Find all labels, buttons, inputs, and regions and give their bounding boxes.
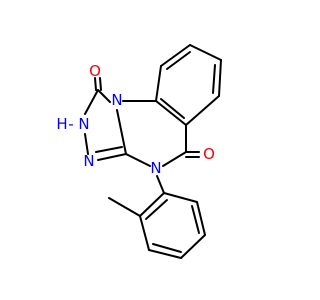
bond-c8-c7 — [189, 44, 222, 61]
bond-c1-o1 — [94, 77, 97, 91]
bond-c6p-c1p — [163, 192, 198, 203]
atom-nh-dash: - — [68, 115, 73, 133]
bond-c7-c6-double — [212, 64, 216, 94]
bond-c1p-c2p — [139, 192, 165, 217]
bond-c2p-methyl — [108, 197, 141, 217]
bond-n4-c5 — [162, 151, 187, 167]
atom-nh-h: H — [56, 115, 67, 133]
atom-o5: O — [203, 145, 215, 163]
bond-n4-c1p — [156, 175, 165, 194]
bond-c5a-c9a — [155, 100, 187, 126]
bond-c1-n2 — [84, 89, 99, 115]
bond-c3p-c4p-double — [152, 243, 182, 253]
bond-c6-c5a — [185, 95, 220, 126]
bond-c3a-n9 — [116, 109, 127, 155]
bond-c3a-n4 — [125, 153, 151, 167]
atom-n2: N — [78, 115, 89, 133]
bond-n2-n3 — [84, 133, 89, 155]
molecule-diagram: O H - N N N N O — [56, 44, 222, 259]
bond-c9-c8-double — [166, 51, 191, 70]
bond-c7-c6 — [218, 59, 222, 97]
atom-o1: O — [89, 62, 101, 80]
structure-svg: O H - N N N N O — [56, 44, 222, 259]
bond-c9-c8 — [160, 44, 191, 67]
bond-c4p-c5p — [180, 234, 206, 259]
bond-c1-n9 — [97, 89, 111, 103]
bond-c1p-c2p-double — [145, 199, 168, 220]
bond-c1-o1-double — [99, 77, 102, 91]
bond-c9a-c9 — [155, 65, 162, 102]
atom-n4: N — [150, 159, 161, 177]
bond-c2p-c3p — [139, 215, 150, 251]
bond-c5p-c6p — [196, 201, 206, 236]
bond-c3p-c4p — [148, 249, 182, 259]
atom-n9: N — [111, 91, 122, 109]
bond-n3-c3a-double — [95, 146, 123, 153]
atom-n3: N — [83, 152, 94, 170]
bond-c5a-c9a-double — [160, 98, 185, 119]
bond-n3-c3a — [97, 153, 127, 161]
bond-c5p-c6p-double — [191, 205, 200, 234]
